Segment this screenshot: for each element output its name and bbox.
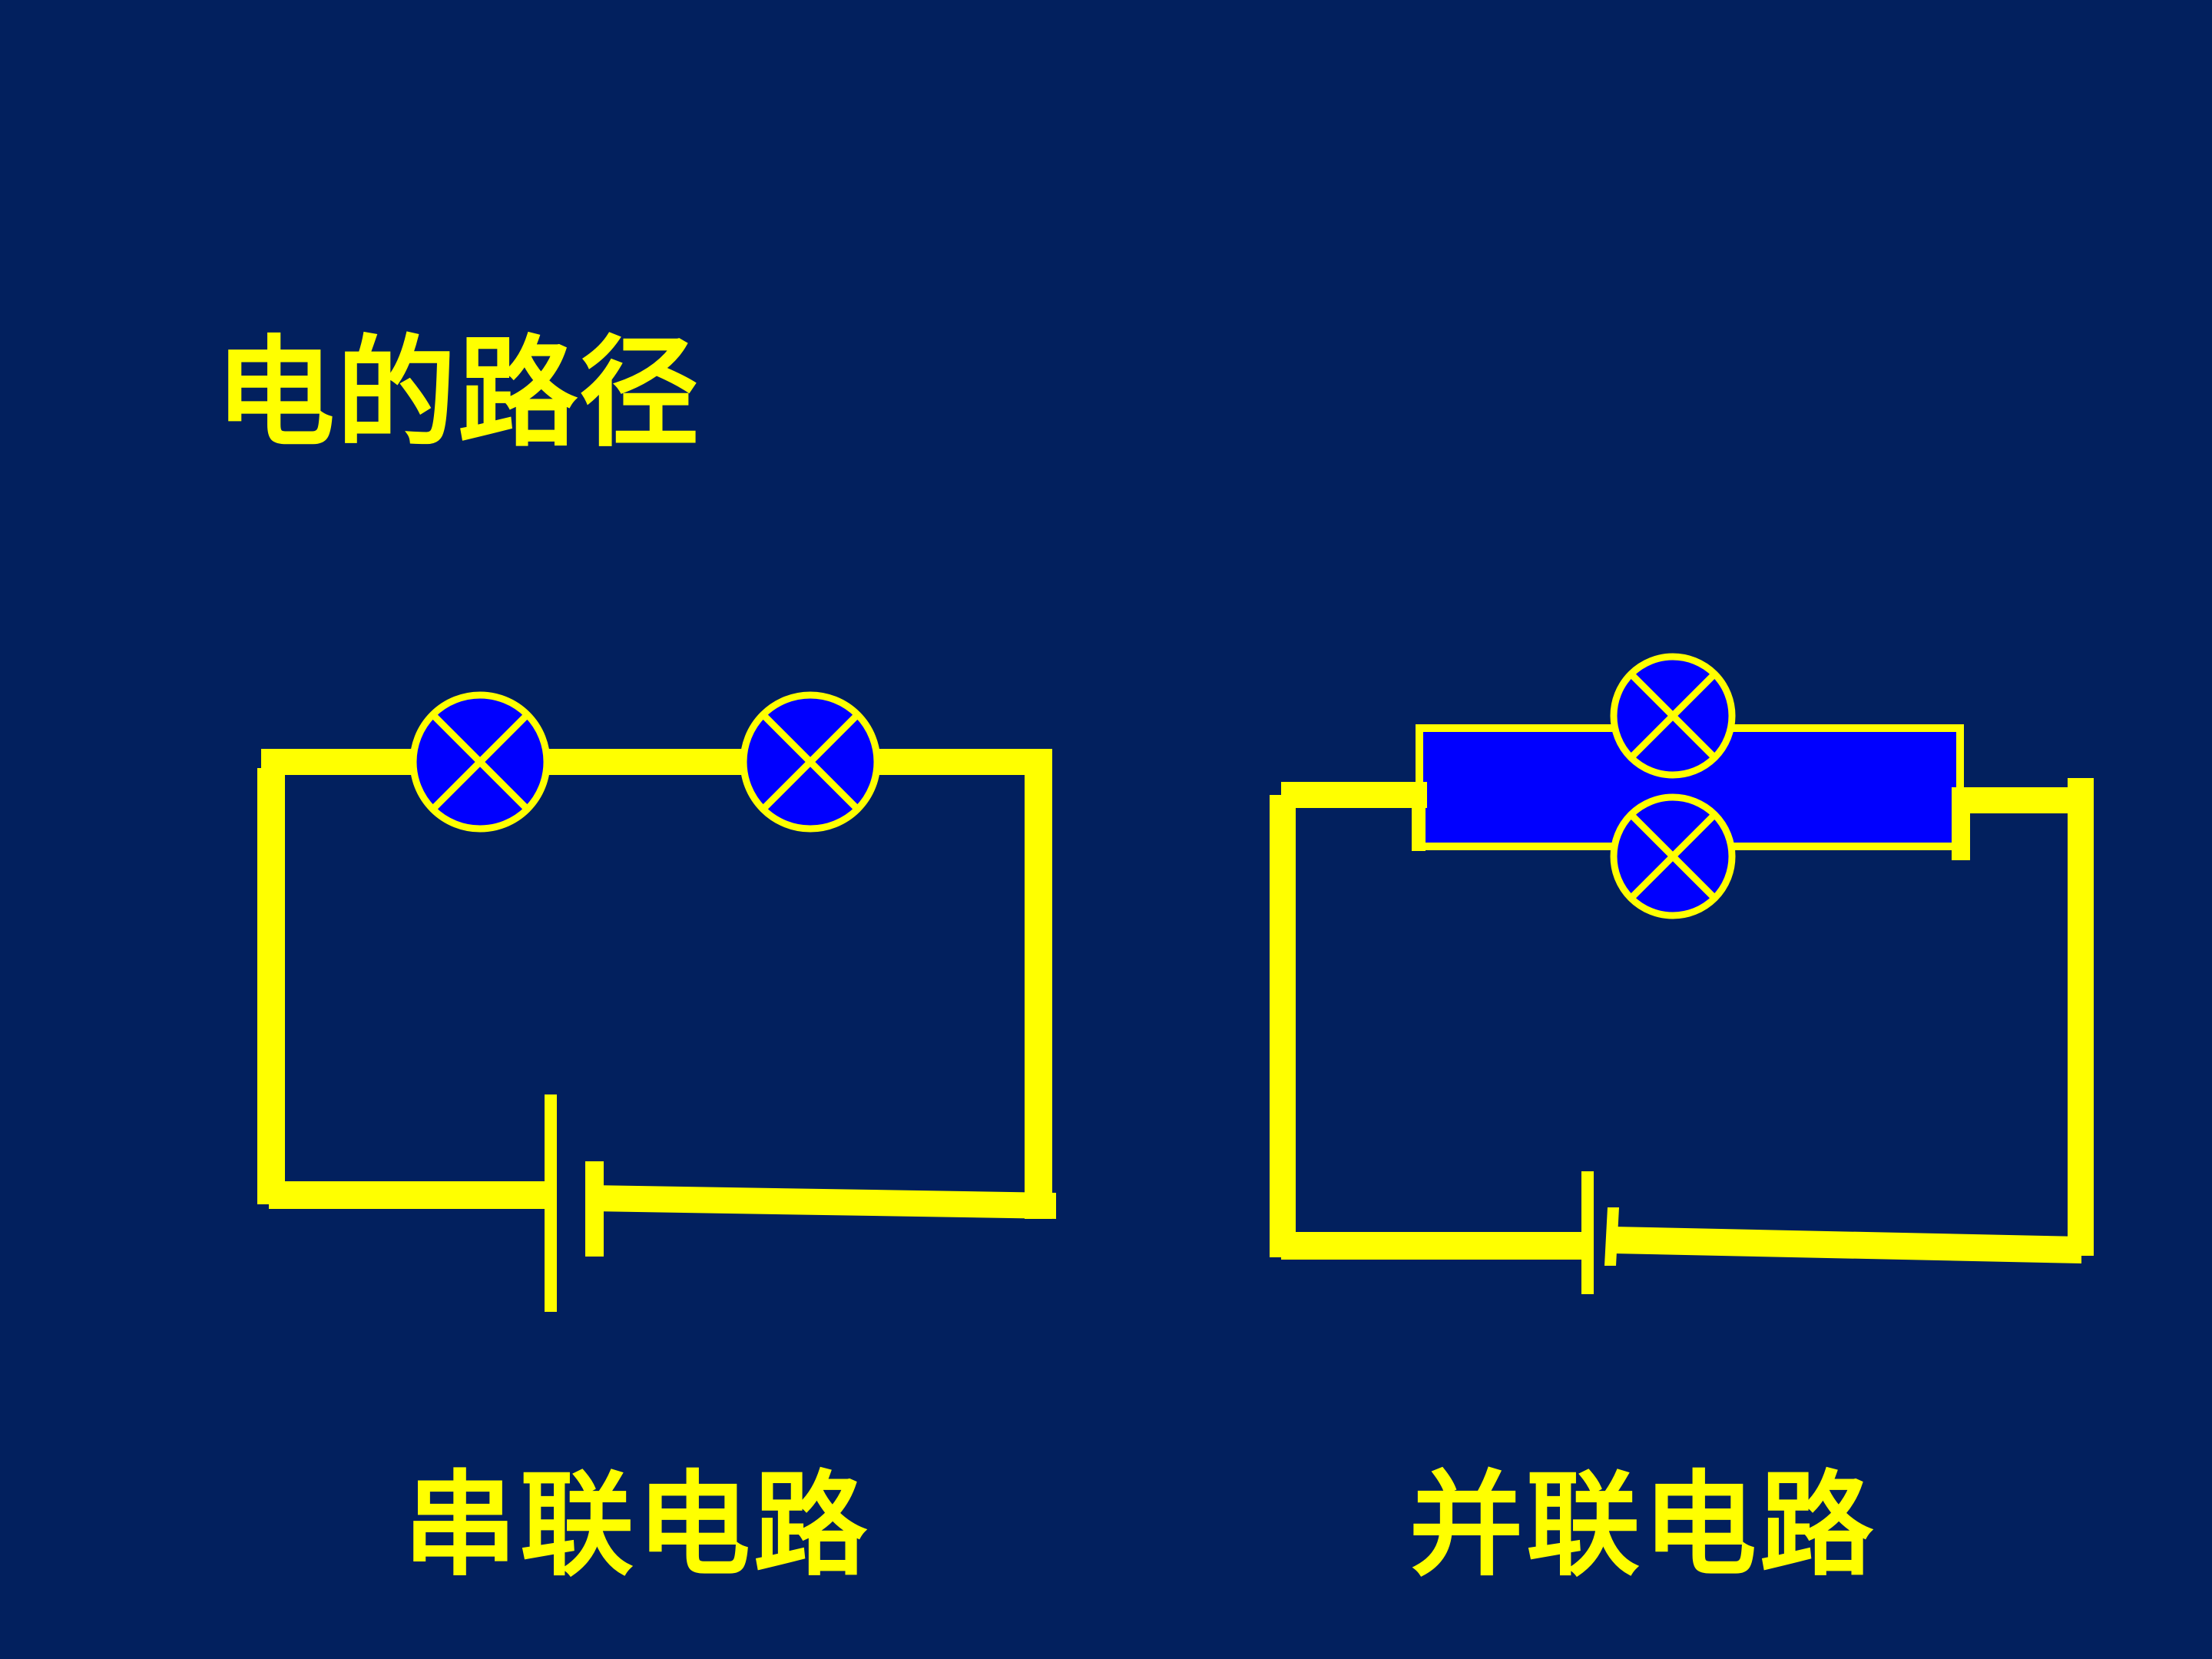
parallel-wire-bottom-right	[1613, 1227, 2081, 1263]
lamp-icon	[409, 691, 551, 833]
series-wire-left	[257, 768, 285, 1204]
battery-icon	[545, 1094, 604, 1312]
lamp-icon	[1610, 653, 1736, 779]
parallel-wire-right	[2068, 778, 2094, 1256]
parallel-wire-left-stub	[1412, 782, 1426, 851]
lamp-icon	[740, 691, 881, 833]
series-circuit-caption: 串联电路	[403, 1458, 870, 1591]
series-wire-right	[1025, 749, 1052, 1219]
series-wire-bottom-right	[591, 1185, 1056, 1219]
parallel-wire-left-link	[1281, 782, 1427, 808]
parallel-wire-left	[1270, 795, 1296, 1257]
battery-icon	[1581, 1171, 1619, 1294]
parallel-wire-right-stub	[1952, 787, 1970, 860]
series-wire-bottom-left	[269, 1181, 553, 1209]
parallel-wire-bottom-left	[1281, 1232, 1588, 1260]
parallel-wire-right-link	[1955, 787, 2087, 813]
series-wire-top	[261, 749, 1052, 775]
parallel-circuit	[1270, 653, 2094, 1294]
parallel-circuit-caption: 并联电路	[1409, 1458, 1876, 1591]
page-title: 电的路径	[215, 323, 700, 463]
series-circuit	[257, 691, 1056, 1312]
lamp-icon	[1610, 793, 1736, 919]
